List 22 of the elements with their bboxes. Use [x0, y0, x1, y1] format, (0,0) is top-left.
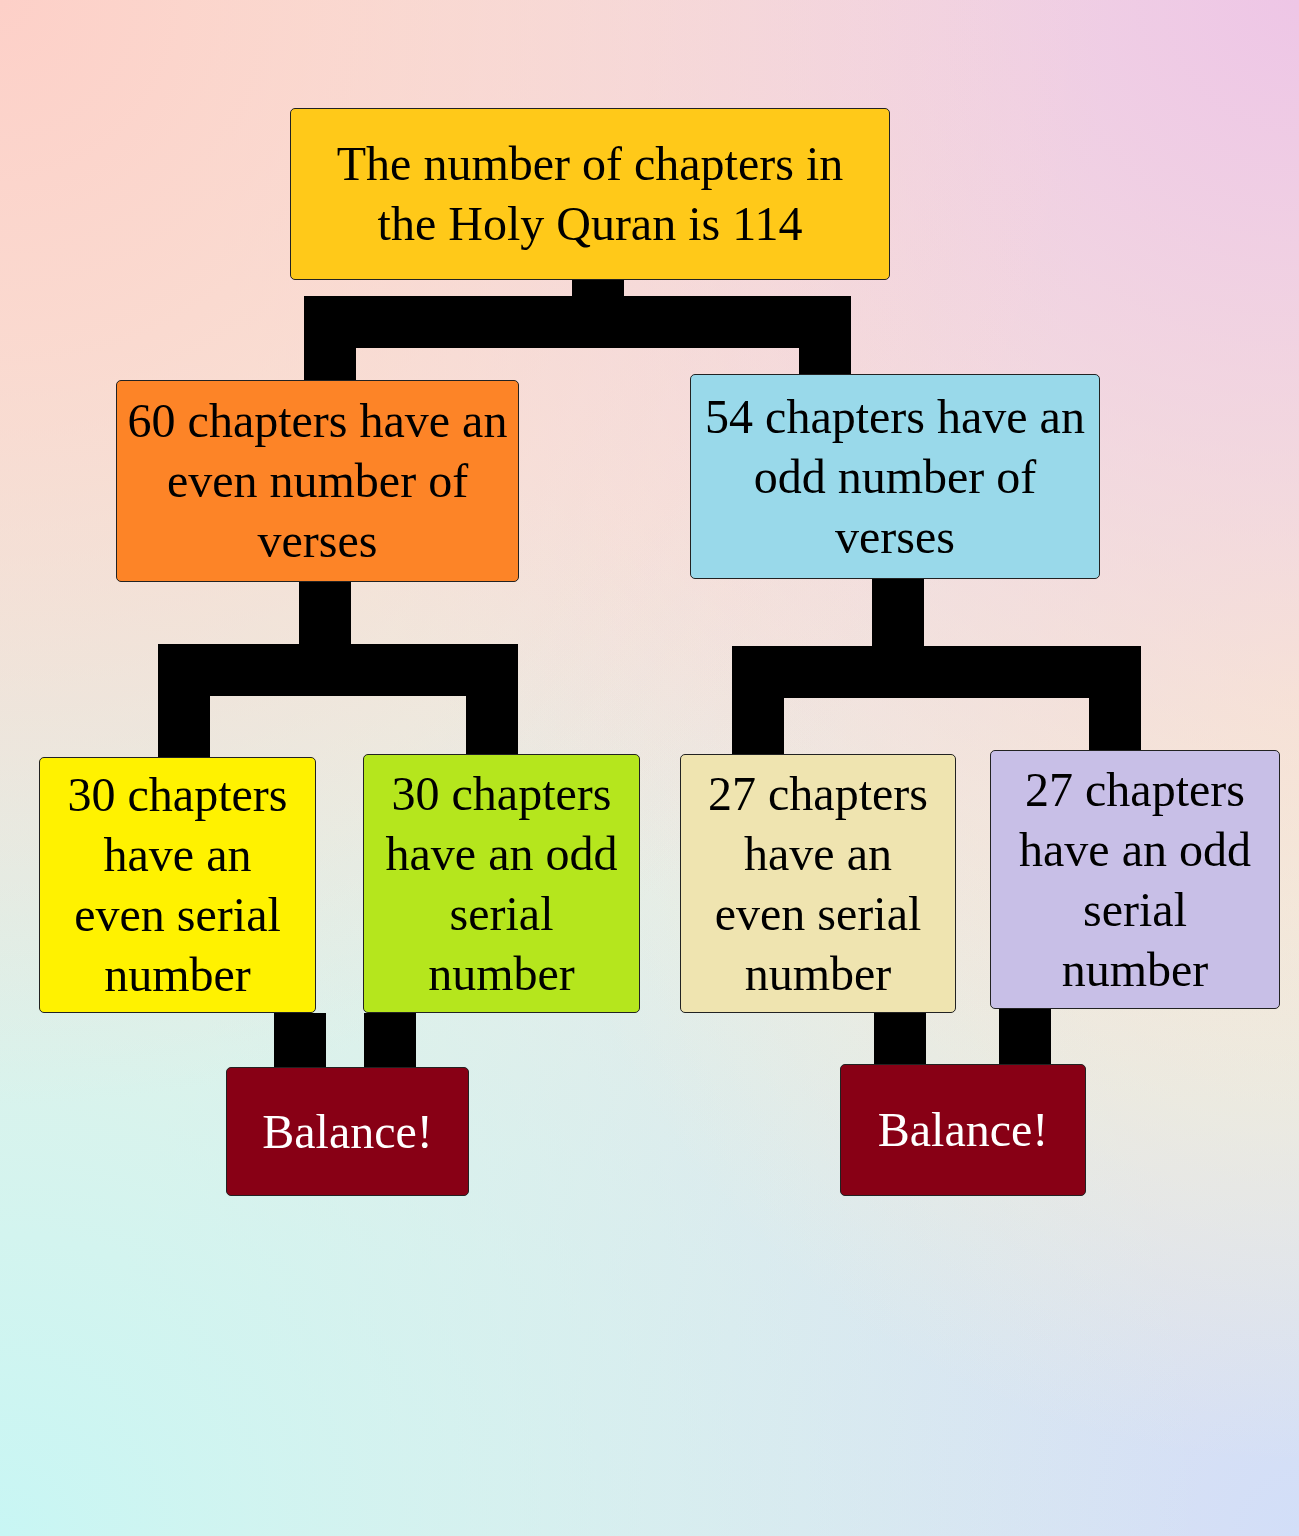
box-label: 30 chapters have an odd serial number	[384, 765, 619, 1002]
category-box	[690, 374, 1100, 579]
box-label: 30 chapters have an even serial number	[66, 767, 289, 1003]
connector	[364, 1013, 416, 1067]
box-label: 27 chapters have an even serial number	[707, 765, 929, 1002]
box-label: 60 chapters have an even number of verses	[127, 393, 508, 569]
result-box	[840, 1064, 1086, 1196]
connector	[999, 1009, 1051, 1064]
category-box	[680, 754, 956, 1013]
category-box	[39, 757, 316, 1013]
result-box	[226, 1067, 469, 1196]
connector	[274, 1013, 326, 1067]
category-box	[990, 750, 1280, 1009]
box-label: Balance!	[262, 1103, 433, 1160]
box-label: The number of chapters in the Holy Quran is 114	[335, 136, 845, 252]
category-box	[116, 380, 519, 582]
box-label: 27 chapters have an odd serial number	[1018, 761, 1252, 998]
category-box	[290, 108, 890, 280]
box-label: Balance!	[877, 1102, 1049, 1158]
box-label: 54 chapters have an odd number of verses	[704, 388, 1086, 565]
category-box	[363, 754, 640, 1013]
connector	[874, 1013, 926, 1064]
